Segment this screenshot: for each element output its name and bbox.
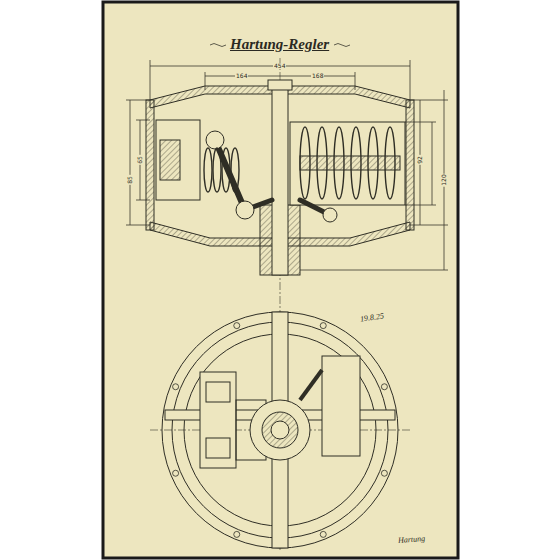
drawing-title: Hartung-Regler xyxy=(230,37,329,52)
bolt-hole xyxy=(173,470,179,476)
dimension: 454 xyxy=(273,63,286,69)
bolt-hole xyxy=(320,323,326,329)
spring-coil xyxy=(368,127,378,199)
dimension: 164 xyxy=(235,73,248,79)
bolt-hole xyxy=(320,531,326,537)
dimension: 168 xyxy=(311,73,324,79)
spring-coil xyxy=(300,127,310,199)
dimension: 92 xyxy=(417,155,423,165)
bolt-hole xyxy=(381,384,387,390)
spring-coil xyxy=(385,127,395,199)
bolt-hole xyxy=(173,384,179,390)
spring-coil xyxy=(351,127,361,199)
spring-coil xyxy=(231,148,239,192)
dimension: 120 xyxy=(441,173,447,186)
spring-coil xyxy=(334,127,344,199)
dimension: 65 xyxy=(137,155,143,165)
spring-coil xyxy=(204,148,212,192)
bolt-hole xyxy=(234,323,240,329)
spring-coil xyxy=(222,148,230,192)
dimension: 85 xyxy=(127,175,133,185)
spring-coil xyxy=(317,127,327,199)
bolt-hole xyxy=(381,470,387,476)
bolt-hole xyxy=(234,531,240,537)
spring-coil xyxy=(213,148,221,192)
